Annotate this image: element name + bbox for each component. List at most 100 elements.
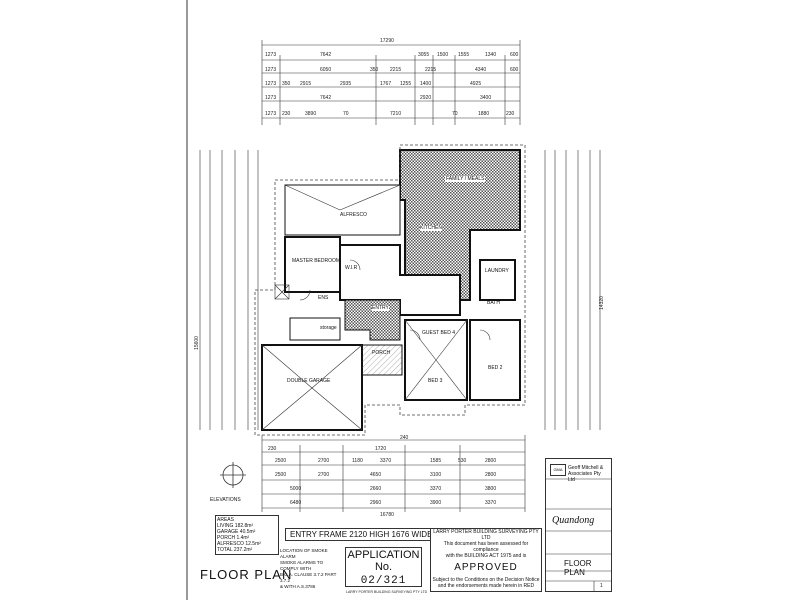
approval-stamp: LARRY PORTER BUILDING SURVEYING PTY LTD … <box>430 528 542 592</box>
top-dim: 2915 <box>300 81 312 87</box>
top-dim: 7642 <box>320 52 332 58</box>
bottom-dim: 2700 <box>318 458 330 464</box>
smoke-alarm-legend: LOCATION OF SMOKE ALARM SMOKE ALARMS TO … <box>280 548 342 590</box>
side-dimension-lines <box>199 150 601 430</box>
bottom-dim: 5000 <box>290 486 302 492</box>
overall-depth-right: 14320 <box>598 296 605 310</box>
bottom-dim: 4650 <box>370 472 382 478</box>
room-bed3: BED 3 <box>428 378 443 384</box>
bottom-dim: 3900 <box>430 500 442 506</box>
bottom-dim: 6480 <box>290 500 302 506</box>
top-dim: 1273 <box>265 111 277 117</box>
legend-line: & WITH A.S.3786 <box>280 584 316 589</box>
top-dim: 1273 <box>265 67 277 73</box>
top-dim: 1555 <box>458 52 470 58</box>
approval-company: LARRY PORTER BUILDING SURVEYING PTY LTD <box>433 529 539 541</box>
room-alfresco: ALFRESCO <box>340 212 367 218</box>
application-title: APPLICATION No. <box>347 549 420 573</box>
legend-line: LOCATION OF SMOKE ALARM <box>280 548 328 559</box>
top-dim: 1880 <box>478 111 490 117</box>
elevation-marker-icon <box>220 462 246 488</box>
top-dim: 1273 <box>265 52 277 58</box>
bottom-dim: 3370 <box>380 458 392 464</box>
title-block: GMA Geoff Mitchell & Associates Pty Ltd … <box>545 458 612 592</box>
house-walls <box>261 149 521 431</box>
bottom-dim: 240 <box>400 435 409 441</box>
top-dim: 4925 <box>470 81 482 87</box>
bottom-dim: 1585 <box>430 458 442 464</box>
firm-logo-icon: GMA <box>550 464 566 476</box>
bottom-dim: 2660 <box>370 486 382 492</box>
room-master: MASTER BEDROOM <box>292 258 341 264</box>
elevations-label: ELEVATIONS <box>210 497 241 503</box>
approval-line: Subject to the Conditions on the Decisio… <box>432 577 540 583</box>
top-dim: 6050 <box>320 67 332 73</box>
top-dim: 1255 <box>400 81 412 87</box>
design-name: Quandong <box>552 515 595 526</box>
approval-line: This document has been assessed for comp… <box>443 541 529 553</box>
bottom-dim: 230 <box>268 446 277 452</box>
room-kitchen: KITCHEN <box>420 225 442 231</box>
room-storage: storage <box>320 325 337 331</box>
application-number: 02/321 <box>360 575 407 587</box>
room-entry: ENTRY <box>372 305 389 311</box>
top-dim: 2215 <box>390 67 402 73</box>
room-bed2: BED 2 <box>488 365 503 371</box>
area-total: TOTAL 237.2m² <box>217 547 253 553</box>
bottom-dim: 3370 <box>485 500 497 506</box>
bottom-dim: 3370 <box>430 486 442 492</box>
areas-heading: AREAS <box>217 517 234 523</box>
approval-line: and the endorsements made herein in RED <box>437 583 535 589</box>
top-dim: 2215 <box>425 67 437 73</box>
top-dim: 1340 <box>485 52 497 58</box>
top-dim: 3400 <box>480 95 492 101</box>
room-garage: DOUBLE GARAGE <box>287 378 331 384</box>
top-dim: 1500 <box>437 52 449 58</box>
drawing-title: FLOOR PLAN <box>564 559 592 577</box>
bottom-dim: 2500 <box>275 458 287 464</box>
room-porch: PORCH <box>372 350 391 356</box>
top-dim: 600 <box>510 67 519 73</box>
bottom-dim: 2960 <box>370 500 382 506</box>
area-garage: GARAGE 40.5m² <box>217 529 256 535</box>
bottom-dim: 1180 <box>352 458 363 464</box>
area-living: LIVING 182.8m² <box>217 523 254 529</box>
roof-eaves <box>254 144 526 436</box>
top-dim: 7210 <box>390 111 402 117</box>
overall-depth-left: 15600 <box>193 336 200 350</box>
top-dim: 1767 <box>380 81 392 87</box>
sheet-number: 1 <box>600 583 603 589</box>
top-dim: 70 <box>343 111 349 117</box>
top-dim: 7642 <box>320 95 332 101</box>
top-dim: 1273 <box>265 95 277 101</box>
top-dim: 230 <box>506 111 515 117</box>
top-dim: 1400 <box>420 81 432 87</box>
room-bath: BATH <box>487 300 500 306</box>
areas-table: AREAS LIVING 182.8m² GARAGE 40.5m² PORCH… <box>215 515 279 555</box>
bottom-dim: 530 <box>458 458 467 464</box>
room-guest: GUEST BED 4 <box>422 330 455 336</box>
area-alfresco: ALFRESCO 12.5m² <box>217 541 261 547</box>
room-wir: W.I.R <box>345 265 358 271</box>
bottom-dim: 3100 <box>430 472 442 478</box>
legend-line: B.C.A. CLAUSE 3.7.2 PART 3.7.2 <box>280 572 337 583</box>
title-block-grid <box>546 478 611 591</box>
room-family: FAMILY / MEALS <box>445 176 486 182</box>
top-dim: 600 <box>510 52 519 58</box>
top-dim: 2935 <box>340 81 352 87</box>
room-laundry: LAUNDRY <box>485 268 509 274</box>
bottom-dim: 2800 <box>485 472 497 478</box>
firm-name: Geoff Mitchell & Associates Pty Ltd <box>568 465 604 483</box>
approval-status: APPROVED <box>454 562 518 573</box>
floor-plan-title: FLOOR PLAN <box>200 567 293 582</box>
room-ens: ENS <box>318 295 329 301</box>
application-company: LARRY PORTER BUILDING SURVEYING PTY LTD <box>346 590 428 594</box>
top-dim: 350 <box>282 81 291 87</box>
entry-frame-note: ENTRY FRAME 2120 HIGH 1676 WIDE <box>285 528 438 541</box>
bottom-dim: 2700 <box>318 472 330 478</box>
top-dimension-lines <box>261 40 521 125</box>
bottom-dimension-lines <box>261 435 526 512</box>
overall-width-bottom: 16780 <box>380 512 394 518</box>
bottom-dim: 1720 <box>375 446 387 452</box>
